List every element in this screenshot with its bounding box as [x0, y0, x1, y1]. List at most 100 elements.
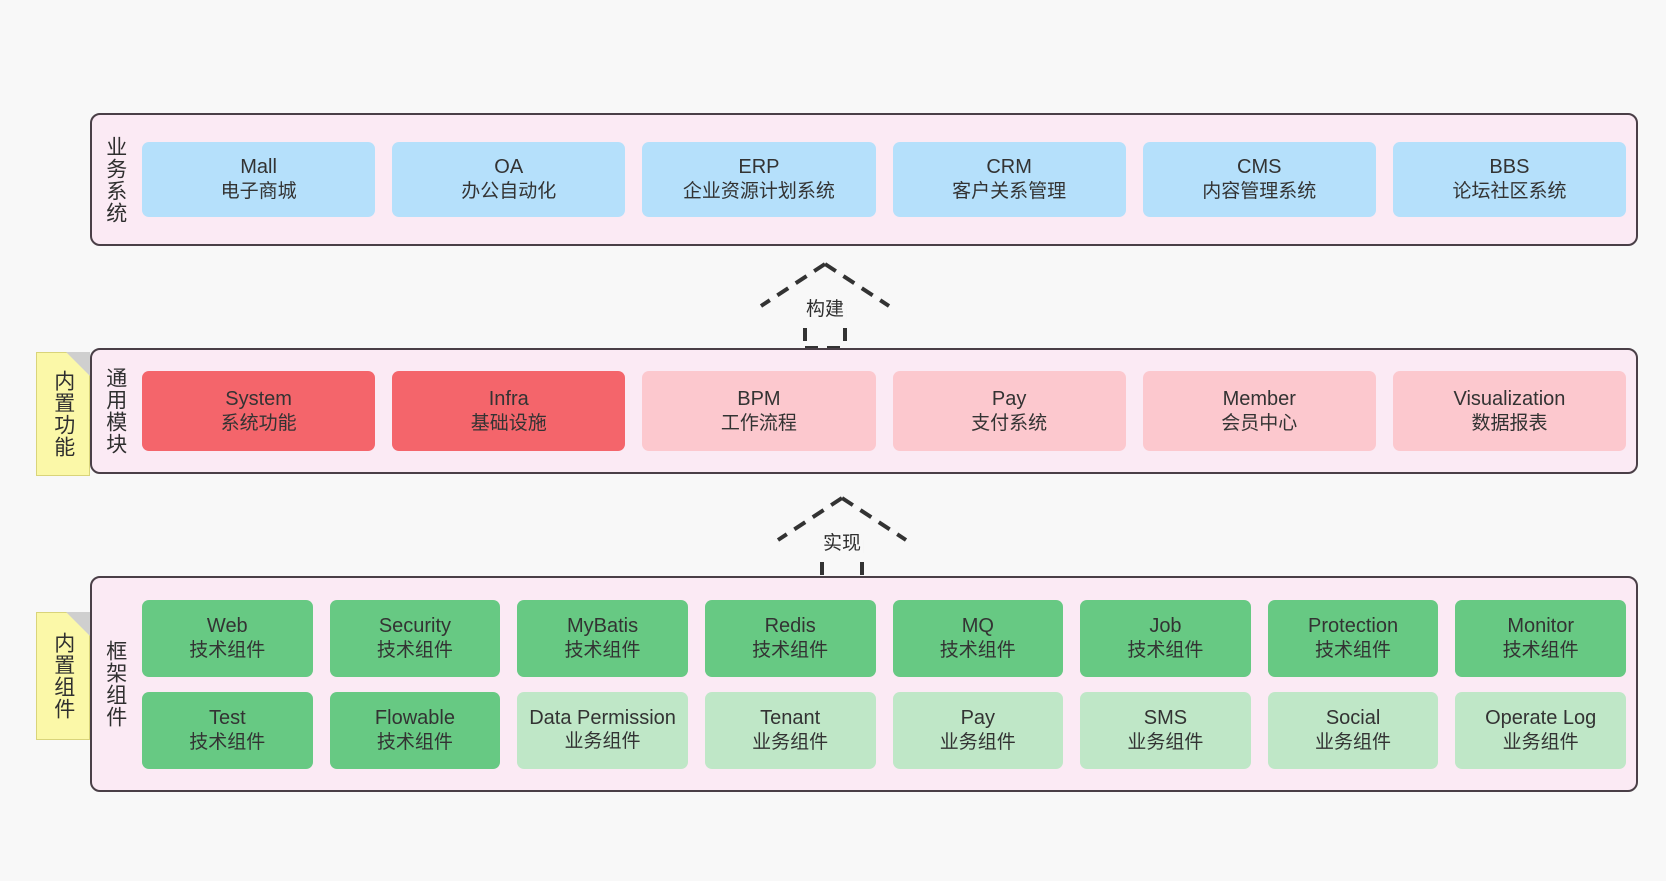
card-row: System 系统功能 Infra 基础设施 BPM 工作流程 Pay 支付系统… [142, 371, 1627, 451]
card-mq[interactable]: MQ 技术组件 [892, 599, 1064, 677]
connector-label-build: 构建 [802, 294, 848, 321]
band-framework-components: 框架组件 Web 技术组件 Security 技术组件 MyBatis 技术组件… [90, 576, 1638, 792]
card-subtitle: 技术组件 [189, 639, 266, 661]
card-subtitle: 技术组件 [752, 639, 829, 661]
card-subtitle: 电子商城 [220, 181, 297, 203]
band-label-framework-components: 框架组件 [103, 640, 127, 728]
card-title: MQ [961, 614, 994, 637]
card-subtitle: 论坛社区系统 [1452, 181, 1567, 203]
card-subtitle: 会员中心 [1221, 412, 1298, 434]
card-title: Infra [488, 387, 529, 410]
card-title: BPM [737, 387, 781, 410]
card-monitor[interactable]: Monitor 技术组件 [1455, 599, 1626, 677]
card-title: ERP [738, 156, 780, 179]
dashed-arrow-icon [776, 496, 908, 584]
card-pay[interactable]: Pay 支付系统 [892, 371, 1126, 451]
band-body-common-modules: System 系统功能 Infra 基础设施 BPM 工作流程 Pay 支付系统… [138, 350, 1636, 472]
card-social[interactable]: Social 业务组件 [1267, 691, 1439, 769]
card-job[interactable]: Job 技术组件 [1080, 599, 1251, 677]
dashed-arrow-icon [759, 262, 891, 350]
card-cms[interactable]: CMS 内容管理系统 [1142, 142, 1376, 217]
card-subtitle: 业务组件 [752, 731, 829, 753]
card-subtitle: 支付系统 [971, 412, 1048, 434]
band-body-framework-components: Web 技术组件 Security 技术组件 MyBatis 技术组件 Redi… [138, 578, 1636, 790]
card-title: Member [1222, 387, 1296, 410]
card-title: Redis [764, 614, 816, 637]
card-subtitle: 企业资源计划系统 [682, 181, 835, 203]
card-subtitle: 技术组件 [1315, 639, 1392, 661]
card-title: System [225, 387, 292, 410]
card-subtitle: 业务组件 [1502, 731, 1579, 753]
connector-build: 构建 [735, 258, 915, 350]
connector-implement: 实现 [752, 492, 932, 584]
card-title: Web [206, 614, 248, 637]
card-title: CMS [1237, 156, 1282, 179]
card-title: Pay [960, 706, 996, 729]
card-title: Protection [1308, 614, 1399, 637]
band-body-business-systems: Mall 电子商城 OA 办公自动化 ERP 企业资源计划系统 CRM 客户关系… [138, 115, 1636, 244]
card-subtitle: 工作流程 [720, 412, 797, 434]
card-data-permission[interactable]: Data Permission 业务组件 [517, 691, 688, 769]
card-title: Flowable [374, 706, 455, 729]
card-test[interactable]: Test 技术组件 [142, 691, 313, 769]
card-subtitle: 技术组件 [189, 731, 266, 753]
card-crm[interactable]: CRM 客户关系管理 [892, 142, 1126, 217]
card-mybatis[interactable]: MyBatis 技术组件 [517, 599, 688, 677]
card-bbs[interactable]: BBS 论坛社区系统 [1392, 142, 1627, 217]
card-title: Mall [240, 156, 277, 179]
card-title: OA [494, 156, 524, 179]
sticky-note-builtin-components: 内置组件 [36, 612, 90, 740]
card-protection[interactable]: Protection 技术组件 [1267, 599, 1439, 677]
card-subtitle: 技术组件 [564, 639, 641, 661]
card-subtitle: 办公自动化 [461, 181, 557, 203]
sticky-note-builtin-functions: 内置功能 [36, 352, 90, 476]
card-title: Test [208, 706, 246, 729]
card-title: Security [378, 614, 452, 637]
card-title: Visualization [1453, 387, 1566, 410]
card-sms[interactable]: SMS 业务组件 [1080, 691, 1251, 769]
card-oa[interactable]: OA 办公自动化 [392, 142, 626, 217]
card-subtitle: 技术组件 [1127, 639, 1204, 661]
card-visualization[interactable]: Visualization 数据报表 [1392, 371, 1627, 451]
card-pay-business[interactable]: Pay 业务组件 [892, 691, 1064, 769]
card-redis[interactable]: Redis 技术组件 [704, 599, 876, 677]
card-subtitle: 业务组件 [939, 731, 1016, 753]
card-title: Pay [991, 387, 1027, 410]
card-web[interactable]: Web 技术组件 [142, 599, 313, 677]
card-row: Test 技术组件 Flowable 技术组件 Data Permission … [142, 691, 1626, 769]
card-flowable[interactable]: Flowable 技术组件 [329, 691, 501, 769]
card-subtitle: 业务组件 [564, 731, 641, 753]
card-system[interactable]: System 系统功能 [142, 371, 376, 451]
card-title: BBS [1489, 156, 1530, 179]
card-title: Operate Log [1485, 706, 1597, 729]
card-bpm[interactable]: BPM 工作流程 [642, 371, 876, 451]
band-label-business-systems: 业务系统 [103, 135, 127, 224]
card-subtitle: 客户关系管理 [952, 181, 1067, 203]
card-subtitle: 系统功能 [220, 412, 297, 434]
card-subtitle: 数据报表 [1471, 412, 1548, 434]
card-subtitle: 技术组件 [939, 639, 1016, 661]
card-title: MyBatis [567, 614, 639, 637]
band-common-modules: 通用模块 System 系统功能 Infra 基础设施 BPM 工作流程 Pay… [90, 348, 1638, 474]
band-label-common-modules: 通用模块 [103, 367, 127, 455]
card-member[interactable]: Member 会员中心 [1142, 371, 1376, 451]
card-title: Job [1149, 614, 1182, 637]
card-subtitle: 技术组件 [376, 639, 453, 661]
card-erp[interactable]: ERP 企业资源计划系统 [642, 142, 876, 217]
sticky-note-label: 内置组件 [51, 632, 75, 720]
card-row: Web 技术组件 Security 技术组件 MyBatis 技术组件 Redi… [142, 599, 1626, 677]
card-title: Tenant [760, 706, 821, 729]
card-infra[interactable]: Infra 基础设施 [392, 371, 626, 451]
card-security[interactable]: Security 技术组件 [329, 599, 501, 677]
card-tenant[interactable]: Tenant 业务组件 [704, 691, 876, 769]
sticky-note-label: 内置功能 [51, 370, 75, 458]
connector-label-implement: 实现 [819, 528, 865, 555]
card-subtitle: 业务组件 [1315, 731, 1392, 753]
card-title: CRM [986, 156, 1032, 179]
card-row: Mall 电子商城 OA 办公自动化 ERP 企业资源计划系统 CRM 客户关系… [142, 142, 1627, 217]
card-subtitle: 技术组件 [376, 731, 453, 753]
card-operate-log[interactable]: Operate Log 业务组件 [1455, 691, 1626, 769]
card-subtitle: 基础设施 [470, 412, 547, 434]
card-subtitle: 内容管理系统 [1202, 181, 1317, 203]
card-mall[interactable]: Mall 电子商城 [142, 142, 376, 217]
